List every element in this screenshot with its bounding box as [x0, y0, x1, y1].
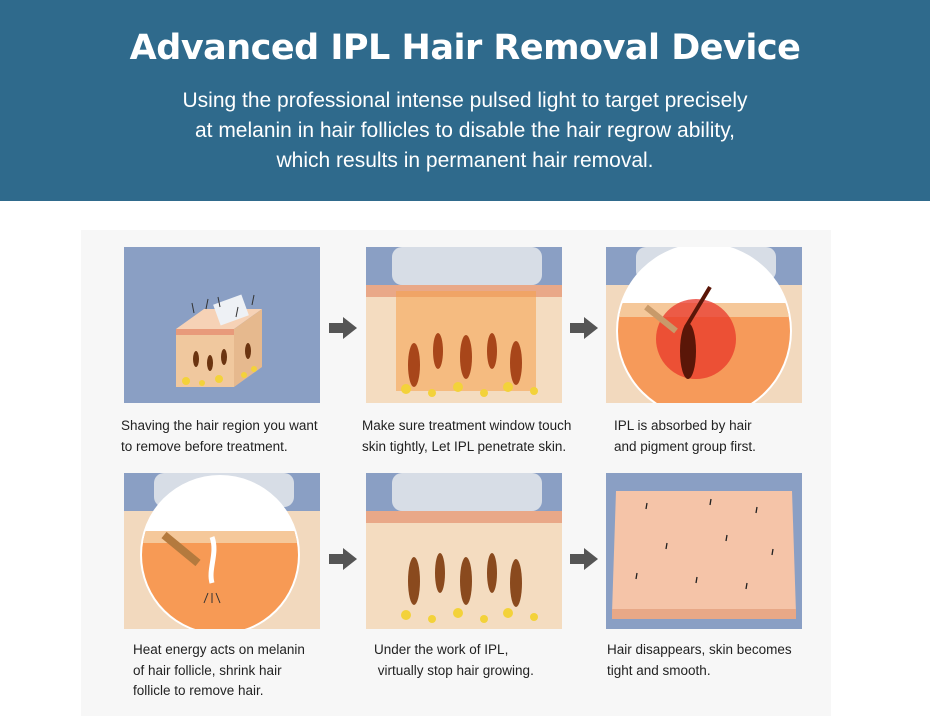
treatment-window-image [366, 247, 562, 403]
subtitle-line: Using the professional intense pulsed li… [182, 89, 748, 112]
caption-line: of hair follicle, shrink hair [133, 662, 282, 678]
caption-line: follicle to remove hair. [133, 683, 264, 698]
step-3-illustration [606, 247, 802, 403]
ipl-absorption-image [606, 247, 802, 403]
page-subtitle: Using the professional intense pulsed li… [0, 86, 930, 176]
step-4-illustration [124, 473, 320, 629]
skin-cube-shaving-image [124, 247, 320, 403]
header-banner: Advanced IPL Hair Removal Device Using t… [0, 0, 930, 201]
caption-line: virtually stop hair growing. [374, 662, 534, 678]
caption-line: Hair disappears, skin becomes [607, 642, 792, 657]
heat-energy-image [124, 473, 320, 629]
subtitle-line: which results in permanent hair removal. [276, 149, 654, 172]
step-5-illustration [366, 473, 562, 629]
caption-line: Shaving the hair region you want [121, 418, 318, 433]
smooth-skin-image [606, 473, 802, 629]
arrow-right-icon [570, 317, 598, 339]
step-5-caption: Under the work of IPL, virtually stop ha… [374, 640, 534, 681]
caption-line: tight and smooth. [607, 662, 711, 678]
step-4-caption: Heat energy acts on melanin of hair folli… [133, 640, 305, 702]
step-3-caption: IPL is absorbed by hair and pigment group… [614, 416, 756, 457]
caption-line: to remove before treatment. [121, 438, 288, 454]
step-1-illustration [124, 247, 320, 403]
caption-line: Under the work of IPL, [374, 642, 509, 657]
caption-line: skin tightly, Let IPL penetrate skin. [362, 438, 567, 454]
caption-line: Heat energy acts on melanin [133, 642, 305, 657]
arrow-right-icon [570, 548, 598, 570]
subtitle-line: at melanin in hair follicles to disable … [194, 119, 736, 142]
ipl-working-image [366, 473, 562, 629]
caption-line: and pigment group first. [614, 438, 756, 454]
caption-line: Make sure treatment window touch [362, 418, 572, 433]
step-2-illustration [366, 247, 562, 403]
caption-line: IPL is absorbed by hair [614, 418, 752, 433]
step-6-caption: Hair disappears, skin becomes tight and s… [607, 640, 792, 681]
step-6-illustration [606, 473, 802, 629]
arrow-right-icon [329, 548, 357, 570]
step-1-caption: Shaving the hair region you want to remov… [121, 416, 318, 457]
step-2-caption: Make sure treatment window touch skin tig… [362, 416, 571, 457]
arrow-right-icon [329, 317, 357, 339]
page-title: Advanced IPL Hair Removal Device [129, 28, 801, 68]
